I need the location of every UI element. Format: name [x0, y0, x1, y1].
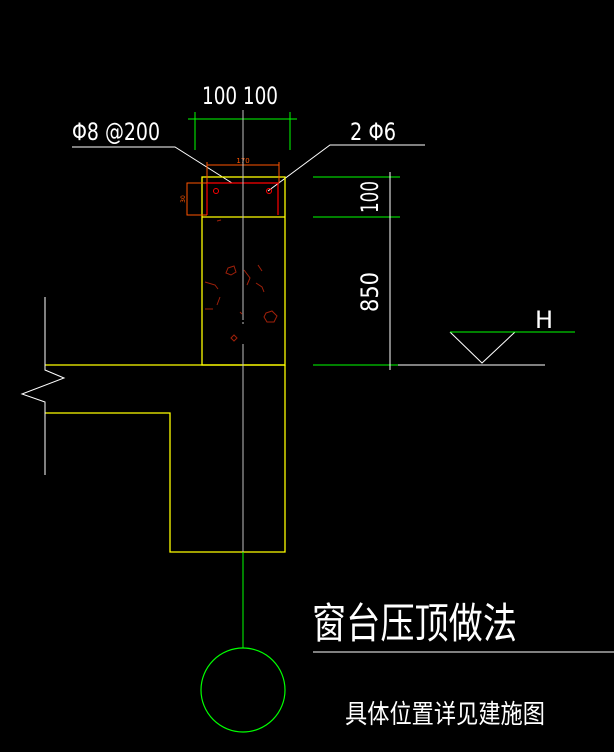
level-mark-icon — [449, 331, 517, 364]
main-rebar-label: 2 Φ6 — [350, 118, 396, 146]
rebar-right — [266, 188, 272, 194]
top-dimension-text: 100 100 — [202, 82, 278, 110]
height-dim-main-text: 850 — [356, 272, 384, 312]
concrete-hatch — [204, 219, 278, 342]
level-mark-text: H — [535, 306, 553, 334]
axis-bubble — [200, 647, 286, 733]
height-dimensions — [313, 176, 400, 366]
break-line — [20, 297, 66, 475]
stirrup-label: Φ8 @200 — [72, 118, 160, 146]
height-dim-top-text: 100 — [356, 181, 384, 213]
cover-dimension-text: 30 — [180, 195, 187, 203]
rebar-left — [213, 188, 219, 194]
drawing-subtitle: 具体位置详见建施图 — [345, 700, 545, 730]
rebar-cage — [186, 162, 280, 216]
drawing-title: 窗台压顶做法 — [312, 599, 517, 648]
wall-outline — [45, 176, 286, 553]
leader-left — [72, 146, 233, 184]
leader-right — [267, 144, 425, 192]
